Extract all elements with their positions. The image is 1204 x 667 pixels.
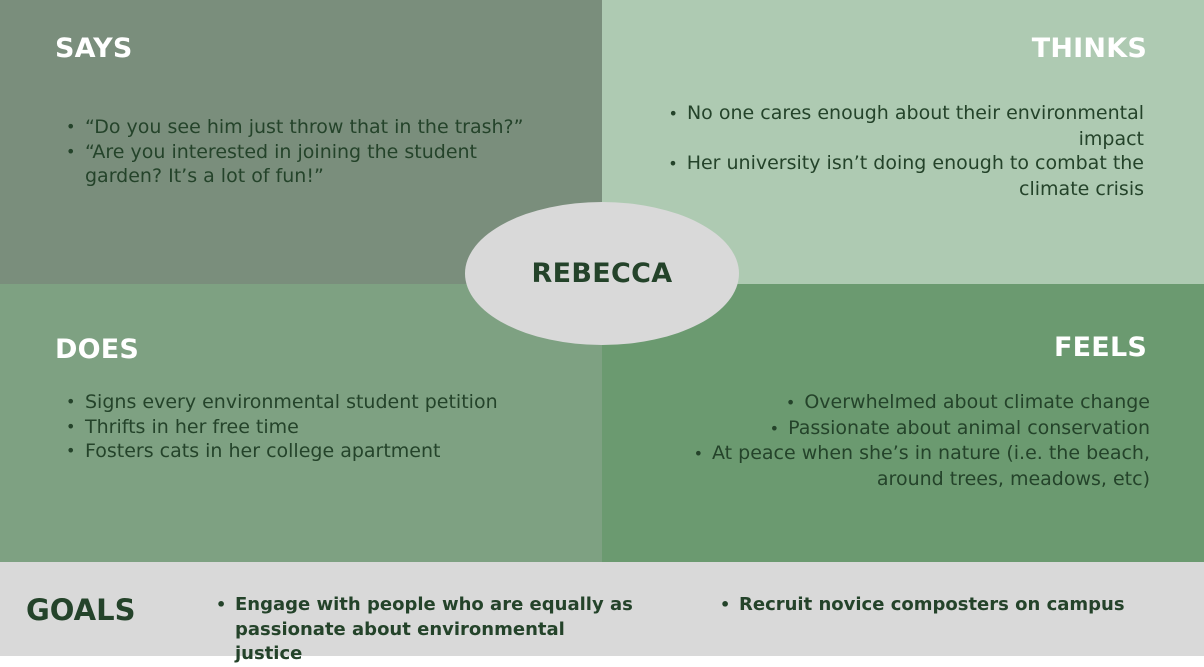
- does-item: Thrifts in her free time: [66, 415, 566, 440]
- does-item: Signs every environmental student petiti…: [66, 390, 566, 415]
- does-item: Fosters cats in her college apartment: [66, 439, 566, 464]
- feels-title: FEELS: [1054, 332, 1147, 363]
- persona-name: REBECCA: [531, 258, 673, 289]
- says-item: “Are you interested in joining the stude…: [66, 140, 536, 189]
- feels-item: Passionate about animal conservation: [680, 416, 1150, 442]
- feels-list: Overwhelmed about climate change Passion…: [680, 390, 1150, 491]
- thinks-item: Her university isn’t doing enough to com…: [664, 151, 1144, 201]
- goals-item: Recruit novice composters on campus: [720, 593, 1140, 618]
- does-list: Signs every environmental student petiti…: [66, 390, 566, 464]
- goals-list-right: Recruit novice composters on campus: [720, 593, 1140, 618]
- persona-name-ellipse: REBECCA: [465, 202, 739, 345]
- says-quadrant: SAYS “Do you see him just throw that in …: [0, 0, 602, 284]
- feels-quadrant: FEELS Overwhelmed about climate change P…: [602, 284, 1204, 562]
- does-title: DOES: [55, 334, 140, 365]
- says-list: “Do you see him just throw that in the t…: [66, 115, 536, 189]
- says-item: “Do you see him just throw that in the t…: [66, 115, 536, 140]
- goals-title: GOALS: [26, 593, 136, 627]
- feels-item: At peace when she’s in nature (i.e. the …: [680, 441, 1150, 491]
- does-quadrant: DOES Signs every environmental student p…: [0, 284, 602, 562]
- thinks-item: No one cares enough about their environm…: [664, 101, 1144, 151]
- goals-item: Engage with people who are equally as pa…: [216, 593, 636, 667]
- thinks-list: No one cares enough about their environm…: [664, 101, 1144, 201]
- thinks-title: THINKS: [1031, 33, 1147, 64]
- feels-item: Overwhelmed about climate change: [680, 390, 1150, 416]
- goals-list-left: Engage with people who are equally as pa…: [216, 593, 636, 667]
- says-title: SAYS: [55, 33, 133, 64]
